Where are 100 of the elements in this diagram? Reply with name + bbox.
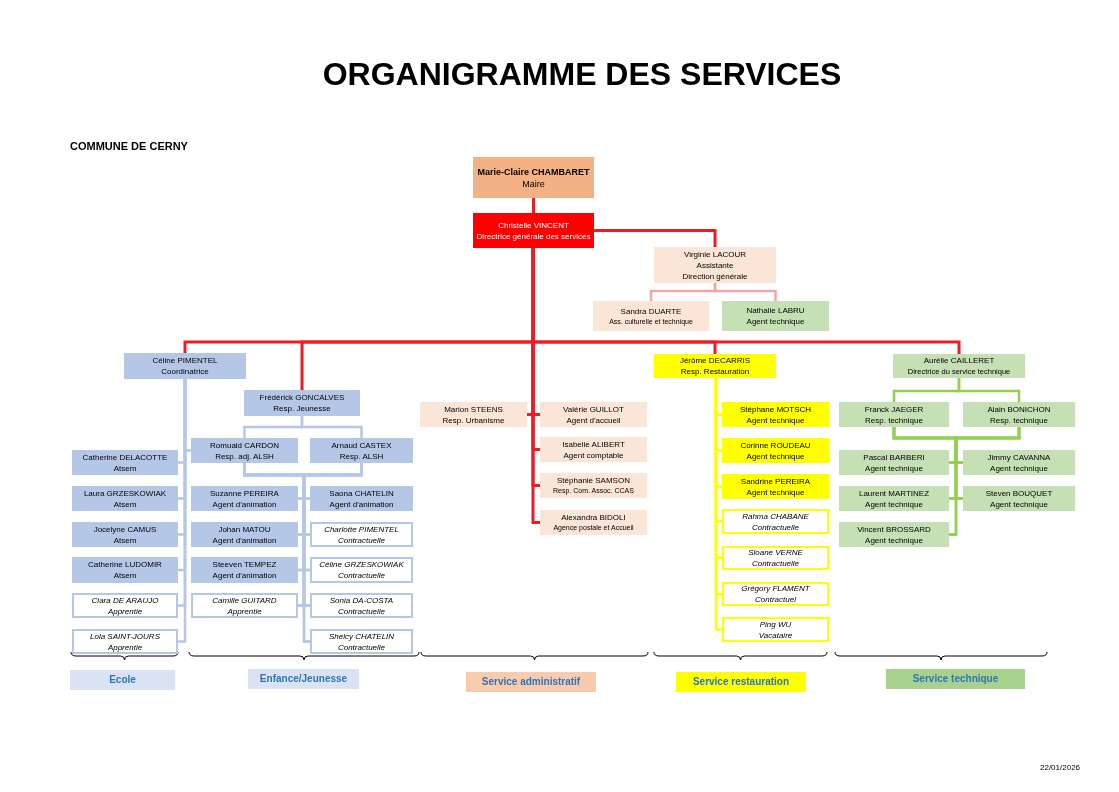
org-box [310, 593, 413, 618]
person-name: Steeven TEMPEZ [212, 559, 277, 570]
person-name: Laurent MARTINEZ [858, 487, 930, 499]
service-name: Service technique [912, 673, 999, 685]
org-box [191, 486, 298, 511]
job-title: Contractuelle [337, 570, 386, 581]
job-title: Assistante [696, 259, 734, 271]
service-name: Service administratif [481, 676, 581, 688]
person-name: Aurélie CAILLERET [923, 355, 995, 366]
job-title: Apprentie [107, 605, 143, 617]
person-name: Marie-Claire CHAMBARET [477, 165, 590, 178]
org-box [722, 582, 829, 606]
job-title: Agent comptable [563, 449, 624, 461]
person-name: Franck JAEGER [864, 403, 924, 415]
person-name: Céline GRZESKOWIAK [319, 559, 404, 570]
person-name: Sloane VERNE [748, 547, 803, 558]
org-box [72, 557, 178, 583]
org-box [244, 390, 360, 416]
org-box [963, 402, 1075, 427]
person-name: Nathalie LABRU [746, 305, 805, 316]
job-title: Apprentie [107, 641, 143, 653]
connector-line [957, 378, 1021, 402]
person-name: Pascal BARBERI [863, 451, 925, 463]
org-box [654, 354, 776, 378]
job-title: Contractuelle [337, 534, 386, 546]
job-title: Agent d'animation [212, 498, 277, 510]
person-name: Romuald CARDON [210, 439, 279, 451]
job-title: Agent technique [746, 316, 805, 327]
job-title: Atsem [113, 462, 137, 474]
service-name: Ecole [109, 674, 136, 686]
job-title: Resp. technique [990, 414, 1048, 426]
org-box [72, 450, 178, 475]
job-title: Resp. Restauration [680, 366, 750, 377]
connector-line [713, 283, 777, 301]
person-name: Catherine DELACOTTE [82, 451, 168, 463]
person-name: Arnaud CASTEX [331, 439, 392, 451]
org-box [963, 486, 1075, 511]
job-title: Coordinatrice [161, 366, 209, 377]
org-box [722, 509, 829, 534]
org-box [593, 301, 709, 331]
person-name: Shelcy CHATELIN [328, 630, 395, 642]
job-title: Agent d'animation [212, 534, 277, 546]
service-band [886, 669, 1025, 689]
job-title: Contractuelle [751, 558, 800, 569]
org-box [839, 402, 949, 427]
job-title: Agent technique [746, 486, 805, 498]
person-name: Lola SAINT-JOURS [90, 630, 160, 642]
person-name: Charlotte PIMENTEL [324, 523, 399, 535]
person-name: Alexandra BIDOLI [561, 512, 626, 523]
org-box [310, 629, 413, 654]
org-box [191, 438, 298, 463]
org-box [473, 157, 594, 198]
job-title: Vacataire [758, 629, 793, 641]
org-box [72, 593, 178, 618]
org-box [191, 522, 298, 547]
person-name: Johan MATOU [218, 523, 271, 535]
job-title: Resp. technique [865, 414, 923, 426]
connector-line [302, 463, 363, 643]
job-title: Agent technique [746, 450, 805, 462]
service-band [676, 672, 806, 692]
commune-name: COMMUNE DE CERNY [70, 139, 188, 154]
person-name: Stéphane MOTSCH [739, 403, 812, 415]
person-name: Céline PIMENTEL [152, 355, 218, 366]
job-title: Agent d'animation [329, 498, 394, 510]
org-box [72, 486, 178, 511]
org-box [540, 437, 647, 462]
job-title: Resp. Urbanisme [442, 414, 505, 426]
person-name: Sandra DUARTE [620, 305, 682, 317]
person-name: Suzanne PEREIRA [210, 487, 279, 499]
person-name: Ping WU [759, 618, 792, 630]
org-box [310, 522, 413, 547]
connector-line [300, 416, 363, 438]
person-name: Corinne ROUDEAU [740, 439, 811, 451]
person-name: Virginie LACOUR [683, 248, 747, 260]
job-title: Apprentie [227, 605, 262, 617]
person-name: Grégory FLAMENT [741, 583, 810, 594]
job-title: Agent technique [865, 498, 923, 510]
org-box [420, 402, 527, 427]
job-title: Atsem [113, 498, 137, 510]
person-name: Stéphanie SAMSON [557, 475, 630, 486]
person-name: Saona CHATELIN [329, 487, 394, 499]
date-text: 22/01/2026 [1040, 762, 1081, 774]
org-box [191, 557, 298, 583]
person-name: Catherine LUDOMIR [88, 559, 162, 570]
job-title: Agent d'accueil [566, 414, 621, 426]
person-name: Jocelyne CAMUS [93, 523, 157, 535]
person-name: Frédérick GONCALVES [259, 392, 345, 403]
person-name: Laura GRZESKOWIAK [83, 487, 167, 499]
page-title: ORGANIGRAMME DES SERVICES [322, 55, 842, 94]
org-box [473, 213, 594, 248]
org-box [839, 486, 949, 511]
connector-line [532, 198, 535, 213]
job-title: Direction générale [682, 270, 748, 282]
job-title: Contractuelle [751, 521, 800, 533]
job-title: Directrice générale des services [476, 230, 591, 242]
connector-line [183, 379, 191, 452]
person-name: Alain BONICHON [987, 403, 1051, 415]
org-box [540, 510, 647, 535]
org-box [722, 546, 829, 570]
job-title: Resp. ALSH [339, 450, 384, 462]
